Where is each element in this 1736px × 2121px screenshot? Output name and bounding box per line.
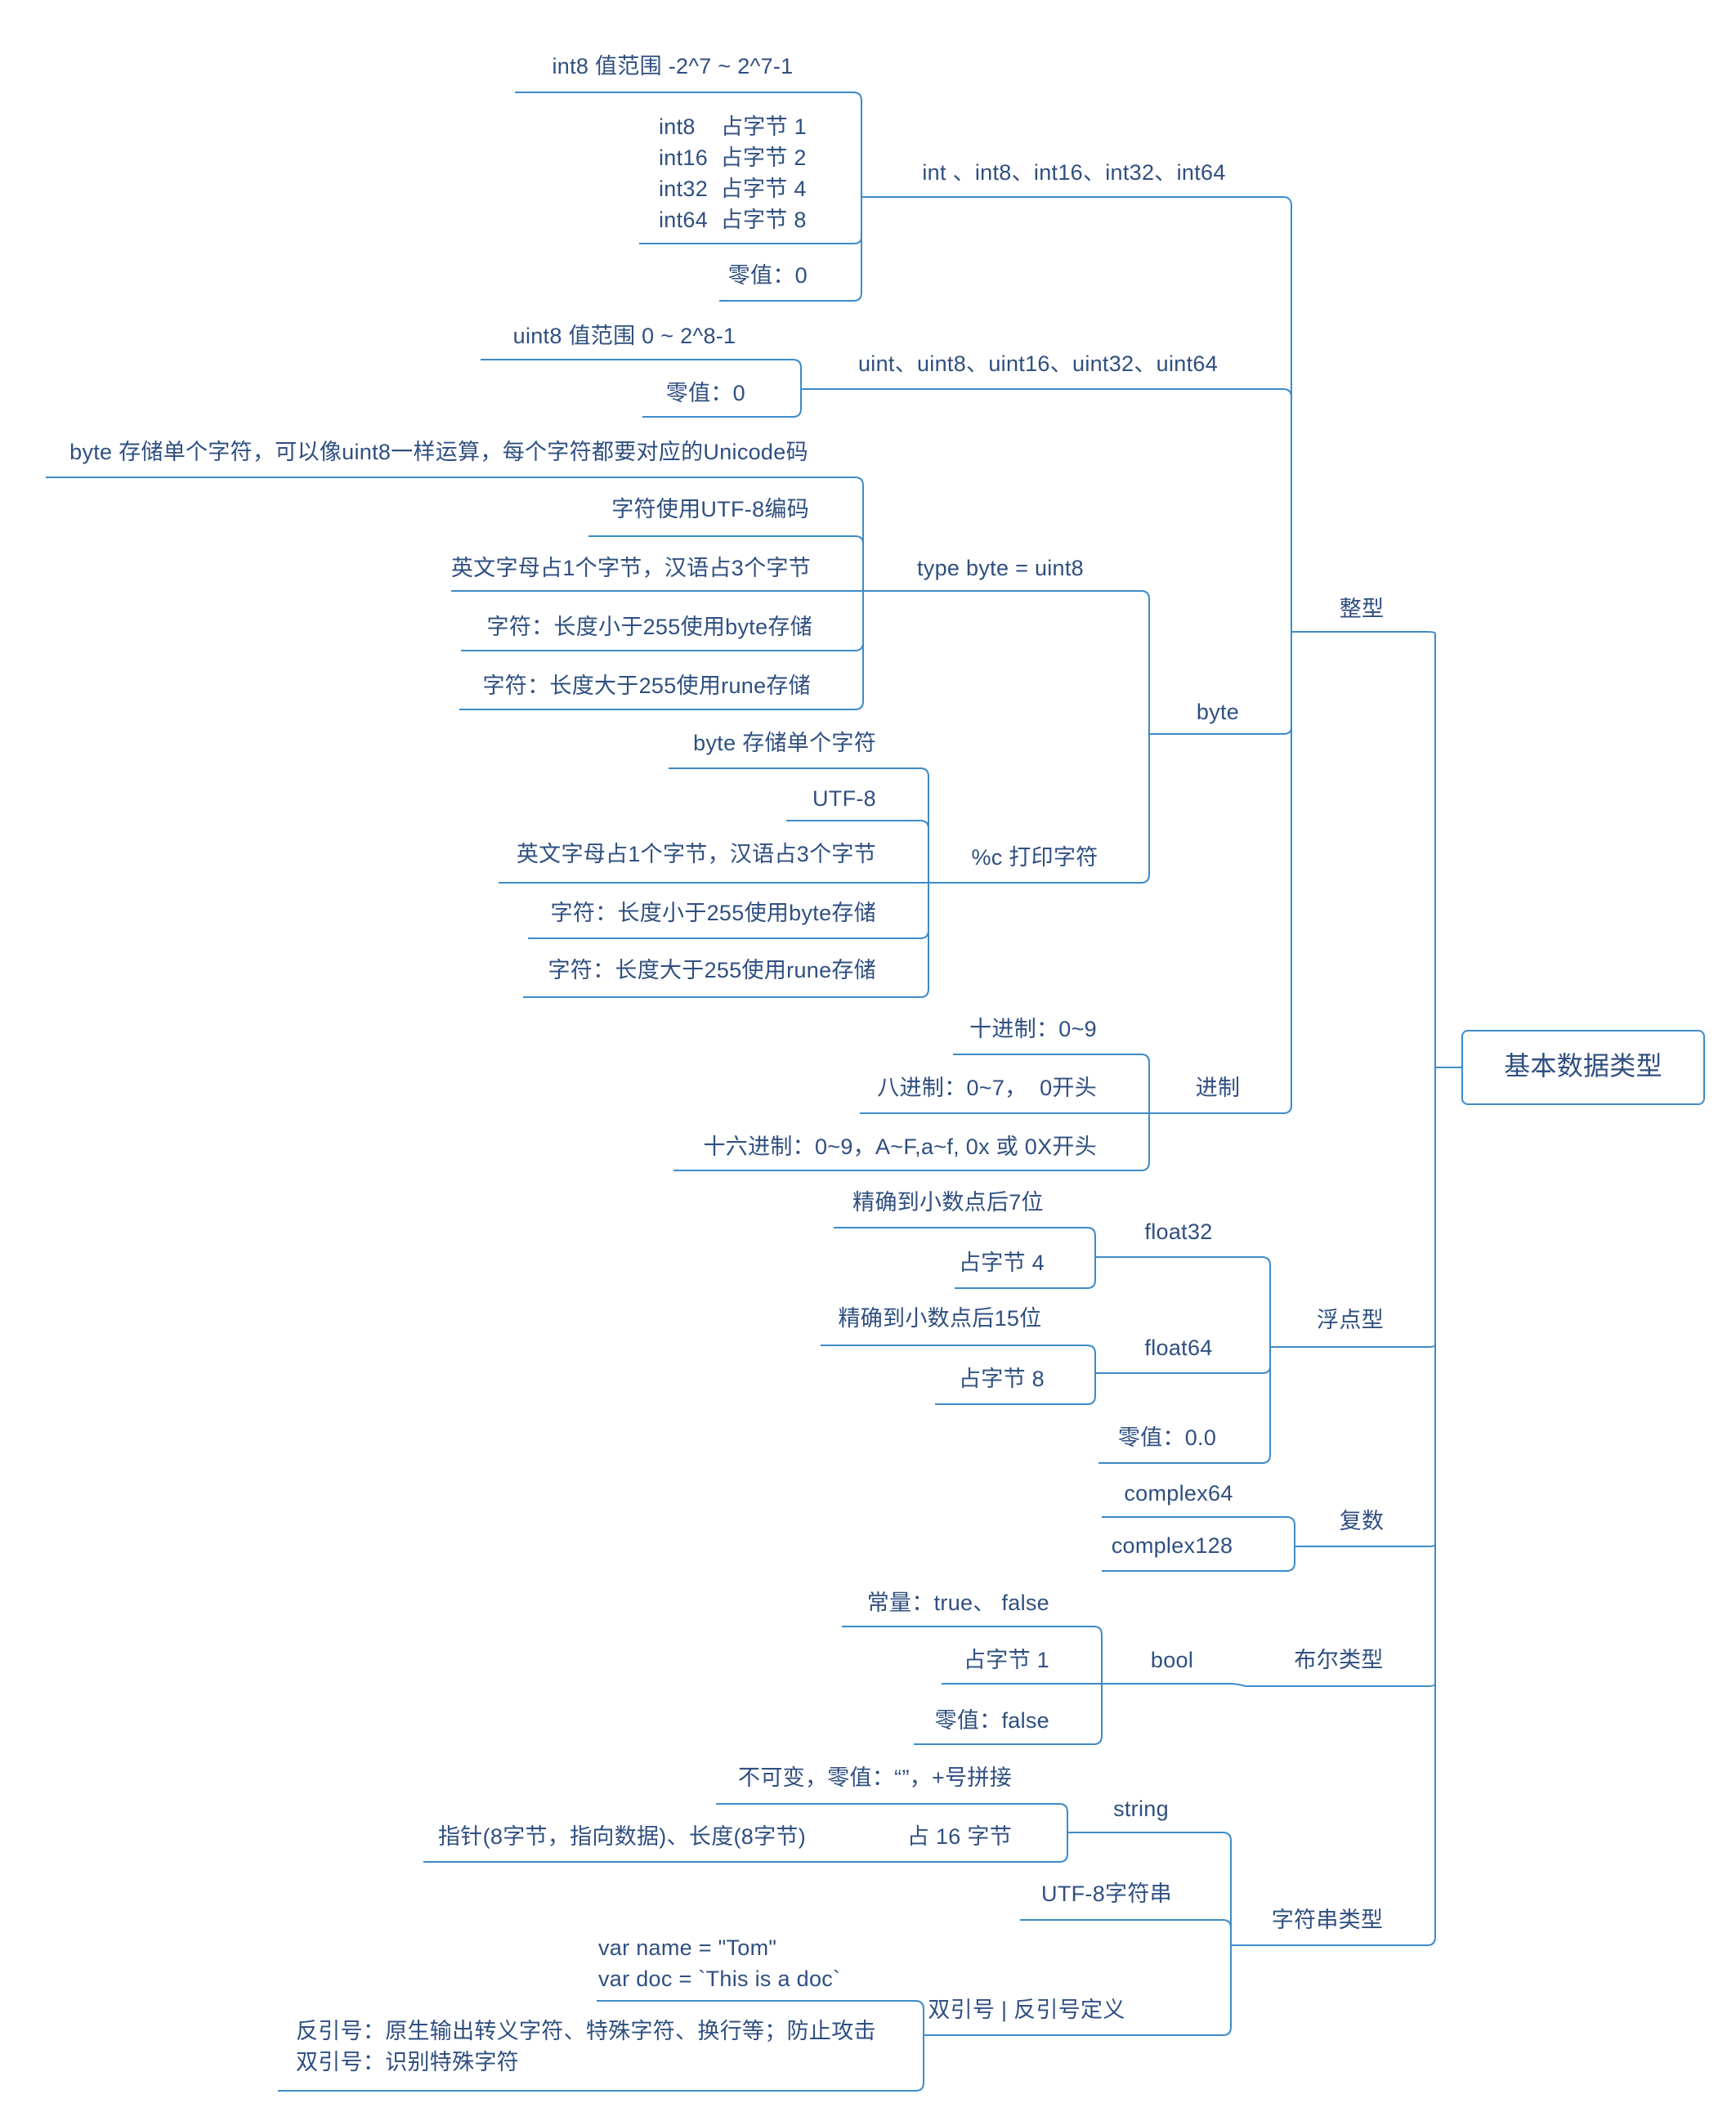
bool-zero[interactable]: 零值：false xyxy=(934,1708,1049,1733)
node-float64[interactable]: float64 xyxy=(1144,1336,1213,1360)
node-string[interactable]: string xyxy=(1113,1797,1169,1821)
radix-octal[interactable]: 八进制：0~7， 0开头 xyxy=(877,1076,1097,1100)
node-float32[interactable]: float32 xyxy=(1144,1219,1213,1244)
node-int-types[interactable]: int 、int8、int16、int32、int64 xyxy=(922,160,1226,185)
node-float[interactable]: 浮点型 xyxy=(1317,1308,1384,1332)
typedef-item-3[interactable]: 英文字母占1个字节，汉语占3个字节 xyxy=(450,556,811,580)
node-quotes[interactable]: 双引号 | 反引号定义 xyxy=(928,1998,1125,2022)
print-item-2[interactable]: UTF-8 xyxy=(812,786,876,811)
node-radix[interactable]: 进制 xyxy=(1195,1076,1241,1100)
node-uint-types[interactable]: uint、uint8、uint16、uint32、uint64 xyxy=(857,351,1219,376)
float64-precision[interactable]: 精确到小数点后15位 xyxy=(838,1306,1042,1331)
node-int8-range[interactable]: int8 值范围 -2^7 ~ 2^7-1 xyxy=(552,54,794,78)
root-node-label: 基本数据类型 xyxy=(1504,1051,1662,1081)
float64-size[interactable]: 占字节 8 xyxy=(958,1367,1045,1391)
node-integer[interactable]: 整型 xyxy=(1339,597,1385,621)
complex128[interactable]: complex128 xyxy=(1111,1533,1233,1558)
complex64[interactable]: complex64 xyxy=(1124,1481,1233,1506)
quotes-example[interactable]: var name = "Tom" var doc = `This is a do… xyxy=(598,1935,841,1991)
print-item-1[interactable]: byte 存储单个字符 xyxy=(693,731,876,755)
bool-size[interactable]: 占字节 1 xyxy=(963,1648,1049,1672)
float32-size[interactable]: 占字节 4 xyxy=(958,1251,1045,1275)
string-size-detail[interactable]: 指针(8字节，指向数据)、长度(8字节) xyxy=(438,1824,806,1849)
bool-constants[interactable]: 常量：true、 false xyxy=(866,1591,1049,1615)
node-complex[interactable]: 复数 xyxy=(1339,1509,1385,1533)
node-byte[interactable]: byte xyxy=(1196,700,1240,724)
node-type-byte[interactable]: type byte = uint8 xyxy=(917,556,1084,580)
radix-decimal[interactable]: 十进制：0~9 xyxy=(969,1017,1097,1041)
string-immutable[interactable]: 不可变，零值：“”，+号拼接 xyxy=(738,1765,1012,1790)
node-string-type[interactable]: 字符串类型 xyxy=(1271,1908,1384,1932)
typedef-item-1[interactable]: byte 存储单个字符，可以像uint8一样运算，每个字符都要对应的Unicod… xyxy=(69,440,808,464)
radix-hex[interactable]: 十六进制：0~9，A~F,a~f, 0x 或 0X开头 xyxy=(703,1134,1097,1159)
typedef-item-2[interactable]: 字符使用UTF-8编码 xyxy=(611,497,809,521)
string-size[interactable]: 占 16 字节 xyxy=(906,1824,1012,1849)
print-item-3[interactable]: 英文字母占1个字节，汉语占3个字节 xyxy=(516,842,876,866)
node-int-zero[interactable]: 零值：0 xyxy=(727,263,808,288)
print-item-5[interactable]: 字符：长度大于255使用rune存储 xyxy=(548,958,876,982)
typedef-item-5[interactable]: 字符：长度大于255使用rune存储 xyxy=(482,673,811,698)
node-int-sizes[interactable]: int8 占字节 1 int16 占字节 2 int32 占字节 4 int64… xyxy=(659,114,807,232)
node-utf8-string[interactable]: UTF-8字符串 xyxy=(1041,1882,1172,1906)
node-print-char[interactable]: %c 打印字符 xyxy=(971,845,1098,870)
typedef-item-4[interactable]: 字符：长度小于255使用byte存储 xyxy=(486,615,812,639)
float-zero[interactable]: 零值：0.0 xyxy=(1117,1425,1217,1450)
node-bool[interactable]: bool xyxy=(1150,1648,1194,1672)
node-boolean[interactable]: 布尔类型 xyxy=(1294,1648,1384,1672)
quotes-notes[interactable]: 反引号：原生输出转义字符、特殊字符、换行等；防止攻击 双引号：识别特殊字符 xyxy=(296,2019,876,2074)
node-uint-zero[interactable]: 零值：0 xyxy=(665,381,745,405)
float32-precision[interactable]: 精确到小数点后7位 xyxy=(852,1190,1044,1215)
print-item-4[interactable]: 字符：长度小于255使用byte存储 xyxy=(550,901,876,925)
root-node-box[interactable] xyxy=(1461,1030,1705,1105)
node-uint8-range[interactable]: uint8 值范围 0 ~ 2^8-1 xyxy=(512,324,736,348)
